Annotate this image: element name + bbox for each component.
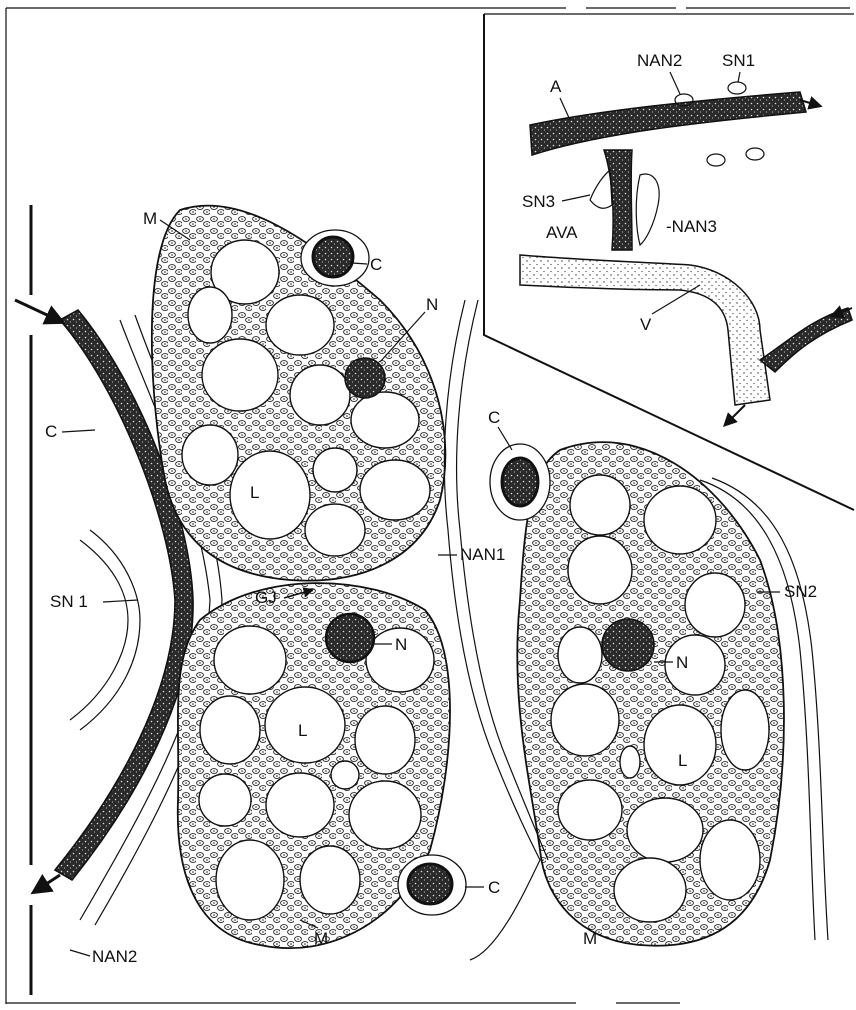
label-L-top: L	[250, 483, 259, 502]
label-C-mid: C	[488, 408, 500, 427]
label-N-right: N	[676, 653, 688, 672]
label-C-bottom: C	[488, 878, 500, 897]
label-NAN1: NAN1	[460, 545, 505, 564]
nucleus-bottom-left	[326, 614, 374, 662]
inset-panel	[484, 14, 854, 510]
arteriovenous-anastomosis	[604, 150, 632, 250]
label-N-top: N	[426, 295, 438, 314]
label-M-top: M	[143, 209, 157, 228]
label-NAN2: NAN2	[92, 947, 137, 966]
label-SN1: SN 1	[50, 592, 88, 611]
label-SN2: SN2	[784, 582, 817, 601]
label-M-right: M	[583, 929, 597, 948]
label-M-bottom: M	[314, 929, 328, 948]
inset-label-AVA: AVA	[546, 223, 578, 242]
inset-label-SN1: SN1	[722, 51, 755, 70]
label-C-top: C	[370, 255, 382, 274]
nucleus-right	[602, 619, 654, 671]
inset-label-NAN3: -NAN3	[666, 217, 717, 236]
label-L-mid: L	[298, 721, 307, 740]
fat-cell-top	[152, 206, 446, 581]
label-N-mid: N	[395, 635, 407, 654]
label-C-left: C	[45, 422, 57, 441]
inset-label-NAN2: NAN2	[637, 51, 682, 70]
artery	[530, 92, 806, 155]
label-GJ: GJ	[255, 588, 277, 607]
inset-label-A: A	[550, 77, 562, 96]
nucleus-top	[345, 358, 385, 398]
fat-cell-right	[517, 442, 784, 946]
inset-label-SN3: SN3	[522, 192, 555, 211]
inset-label-V: V	[640, 315, 652, 334]
label-L-right: L	[678, 751, 687, 770]
